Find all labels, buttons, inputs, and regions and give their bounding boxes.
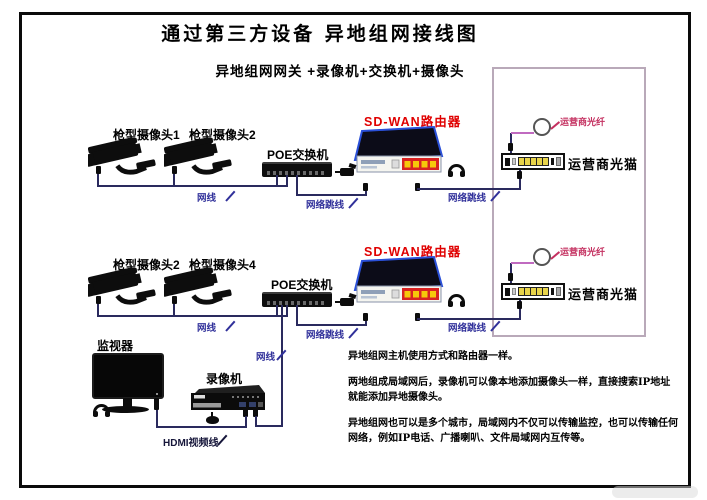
cable-line [417,188,521,190]
lan-cable-label: 网线 [197,193,217,204]
cable-plug [172,166,177,174]
isp-modem-label: 运营商光猫 [568,157,639,172]
monitor-base [102,406,149,413]
monitor-icon [92,353,164,399]
cable-line [276,305,278,317]
poe-switch-label: POE交换机 [271,278,333,292]
watermark [612,486,698,498]
cable-plug [96,296,101,304]
cable-line [97,174,99,187]
sdwan-router-icon [352,255,444,313]
hdmi-line [156,426,247,428]
isp-modem-icon [501,153,565,170]
power-adapter-icon [335,298,354,306]
modem-lan-ports [518,157,550,166]
cable-line [296,194,367,196]
sdwan-router-icon [352,125,444,183]
lan-cable-label: 网线 [197,323,217,334]
recorder-label: 录像机 [206,372,243,386]
modem-port [551,288,554,295]
headphones-icon [448,294,465,307]
cable-plug [172,296,177,304]
cable-plug [508,143,513,151]
modem-led-panel [511,158,517,165]
cable-line [173,304,175,317]
headphones-icon [93,404,110,417]
page-subtitle: 异地组网网关 +录像机+交换机+摄像头 [215,64,465,79]
modem-power-port [555,157,561,166]
cable-plug [243,407,248,417]
headphones-icon [448,164,465,177]
jumper-label: 网络跳线 [448,323,487,334]
cable-plug [517,301,522,309]
cable-line [97,185,288,187]
page-title: 通过第三方设备 异地组网接线图 [161,23,479,45]
note-paragraph: 异地组网主机使用方式和路由器一样。 [348,351,518,362]
fiber-circle-icon [533,248,551,266]
fiber-line [511,262,534,264]
cable-line [97,304,99,317]
cable-plug [508,273,513,281]
fiber-circle-icon [533,118,551,136]
cable-line [255,425,283,427]
poe-switch-icon [262,292,332,307]
bullet-camera-icon [164,138,238,182]
cable-line [417,318,521,320]
monitor-stand [123,398,132,407]
cable-plug [415,183,420,191]
isp-modem-label: 运营商光猫 [568,287,639,302]
cable-line [97,315,288,317]
cable-plug [363,183,368,191]
cable-plug [96,166,101,174]
cable-line [519,300,521,320]
cable-line [296,305,298,326]
fiber-line [511,132,534,134]
modem-lan-ports [518,287,550,296]
note-paragraph: 异地组网也可以是多个城市，局域网内不仅可以传输监控，也可以传输任何网络，例如IP… [348,417,678,445]
cable-line [276,175,278,187]
hdmi-label: HDMI视频线 [163,438,219,449]
sdwan-router-label: SD-WAN路由器 [364,115,462,129]
modem-wan-port [505,287,510,296]
cable-plug [253,407,258,417]
cable-line [296,175,298,196]
jumper-label: 网络跳线 [306,330,345,341]
isp-modem-icon [501,283,565,300]
bullet-camera-icon [88,138,162,182]
hdmi-line [245,416,247,428]
cable-plug [415,313,420,321]
cable-line [281,305,283,427]
monitor-label: 监视器 [97,339,134,353]
modem-port [551,158,554,165]
modem-led-panel [511,288,517,295]
lan-cable-label: 网线 [256,352,276,363]
hdmi-line [156,410,158,428]
remote-site-box [492,67,646,337]
notes-block: 异地组网主机使用方式和路由器一样。 两地组成局域网后，录像机可以像本地添加摄像头… [348,349,678,457]
cable-plug [517,171,522,179]
jumper-label: 网络跳线 [448,193,487,204]
cable-line [286,175,288,187]
mouse-icon [206,412,219,424]
cable-line [173,174,175,187]
cable-line [286,305,288,317]
cable-line [296,324,367,326]
modem-power-port [555,287,561,296]
cable-line [519,170,521,190]
poe-switch-icon [262,162,332,177]
note-paragraph: 两地组成局域网后，录像机可以像本地添加摄像头一样，直接搜索IP地址就能添加异地摄… [348,376,671,404]
fiber-label: 运营商光纤 [560,117,606,127]
fiber-label: 运营商光纤 [560,247,606,257]
power-adapter-icon [335,168,354,176]
bullet-camera-icon [164,268,238,312]
cable-plug [363,313,368,321]
cable-plug [154,398,159,410]
poe-switch-label: POE交换机 [267,148,329,162]
sdwan-router-label: SD-WAN路由器 [364,245,462,259]
jumper-label: 网络跳线 [306,200,345,211]
bullet-camera-icon [88,268,162,312]
modem-wan-port [505,157,510,166]
cable-line [255,416,257,427]
